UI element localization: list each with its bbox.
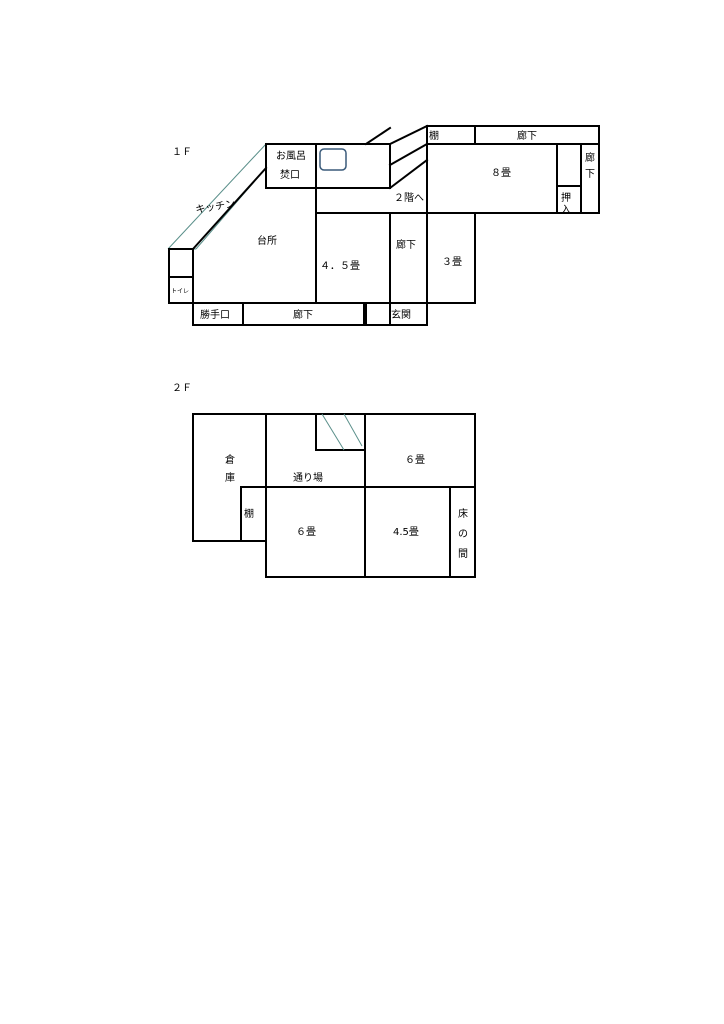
label-entrance: 玄関 <box>391 308 411 321</box>
top-corridor <box>426 125 600 214</box>
label-oshiire-2: 入 <box>561 205 571 216</box>
stair-line-a <box>321 413 345 451</box>
floor2-heading: ２Ｆ <box>172 383 192 394</box>
label-room-3: ３畳 <box>442 256 462 268</box>
label-storage-1: 倉 <box>225 453 235 466</box>
floor1-plan: １Ｆ <box>167 124 600 326</box>
label-storage-2: 庫 <box>225 471 235 484</box>
label-room-8: ８畳 <box>491 167 511 179</box>
label-toko-3: 間 <box>458 548 468 560</box>
floor1-outer-wall <box>192 143 428 326</box>
label-room-45: ４．５畳 <box>320 260 360 272</box>
stairs-line-4 <box>388 158 429 190</box>
label-back-door: 勝手口 <box>200 308 230 321</box>
stairs-line-2 <box>388 124 429 146</box>
label-room-45-2f: 4.5畳 <box>393 526 419 538</box>
label-toko-2: の <box>458 529 468 540</box>
label-stairs: ２階へ <box>394 192 424 204</box>
kitchen-wall-diag <box>191 166 268 251</box>
label-shelf: 棚 <box>429 129 439 142</box>
label-daidokoro: 台所 <box>257 234 277 247</box>
label-hall-bottom: 廊下 <box>293 308 313 321</box>
label-bath: お風呂 <box>276 150 306 162</box>
label-boiler: 焚口 <box>280 169 300 181</box>
stair-line-b <box>343 413 363 447</box>
label-kitchen: キッチン <box>195 198 236 216</box>
bathtub-icon <box>319 148 347 171</box>
bottom-strip <box>192 302 428 326</box>
label-hall-side-1: 廊 <box>585 151 595 164</box>
kitchen-diagonal-outline <box>167 142 267 250</box>
label-toilet: トイレ <box>171 288 189 295</box>
stair-opening <box>315 413 366 451</box>
label-oshiire-1: 押 <box>561 191 571 204</box>
stairs-line-3 <box>388 142 429 167</box>
label-room-6-top: ６畳 <box>405 454 425 466</box>
label-shelf-2f: 棚 <box>244 507 254 520</box>
label-hall-top: 廊下 <box>517 129 537 142</box>
floor1-heading: １Ｆ <box>172 147 192 158</box>
floor2-outer-wall <box>192 413 476 578</box>
label-hall-side-2: 下 <box>585 169 595 180</box>
room-8-tatami <box>426 143 558 214</box>
label-room-6-bottom: ６畳 <box>296 526 316 538</box>
label-hall-mid: 廊下 <box>396 238 416 251</box>
stairs-line-1 <box>364 126 392 146</box>
floor2-plan: ２Ｆ 倉 庫 通り場 ６畳 棚 ６畳 4.5畳 床 の 間 <box>172 383 476 578</box>
label-toko-1: 床 <box>458 507 468 520</box>
label-passage: 通り場 <box>293 471 323 484</box>
